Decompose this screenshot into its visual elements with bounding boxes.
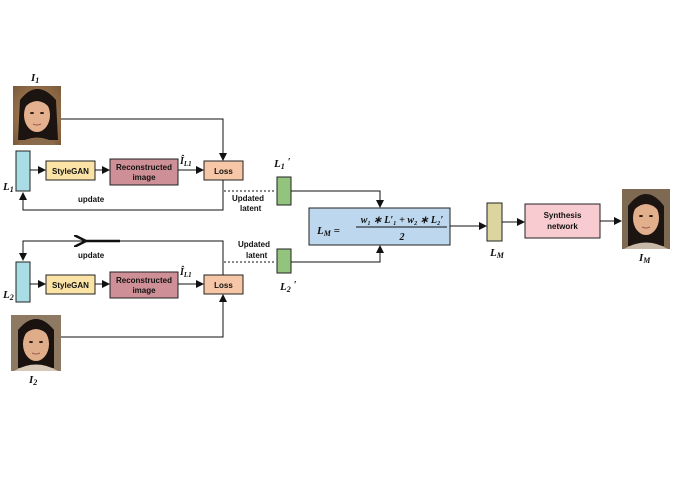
input-image-1 [13, 86, 61, 145]
merge-denominator: 2 [399, 232, 405, 243]
arrow-updated2-to-merge [291, 245, 384, 263]
synthesis-line1: Synthesis [544, 211, 582, 220]
branch1-stylegan-label: StyleGAN [52, 167, 89, 176]
arrow-updated1-to-merge [291, 190, 384, 208]
arrow-image1-to-loss [61, 118, 227, 161]
branch2-updated-line2: latent [246, 251, 268, 260]
branch1-updated-line1: Updated [232, 194, 264, 203]
branch2-update-label: update [78, 251, 105, 260]
arrow-image2-to-loss [61, 294, 227, 338]
branch2-updated-latent-label: L2′ [279, 280, 297, 294]
branch2-recon-line1: Reconstructed [116, 276, 172, 285]
branch1-recon-line2: image [132, 173, 156, 182]
branch1-recon-hat-label: ÎL1 [179, 155, 192, 168]
merged-latent-label: LM [489, 247, 505, 260]
branch1-recon-line1: Reconstructed [116, 163, 172, 172]
branch2-recon-line2: image [132, 286, 156, 295]
branch1-updated-line2: latent [240, 204, 262, 213]
synthesis-line2: network [547, 222, 578, 231]
merge-numerator: w₁ ∗ L′₁ + w₂ ∗ L₂′ [361, 215, 444, 226]
merged-latent-box [486, 202, 503, 242]
branch2-updated-latent-box [276, 248, 292, 274]
input-image-2 [11, 315, 61, 371]
synthesis-network-box [524, 203, 601, 239]
arrow-branch1-update [19, 180, 224, 211]
branch2-stylegan-label: StyleGAN [52, 281, 89, 290]
branch1-loss-label: Loss [214, 167, 233, 176]
input-image-2-label: I2 [28, 374, 37, 387]
branch1-updated-latent-label: L1′ [273, 157, 291, 171]
branch2-recon-hat-label: ÎL1 [179, 266, 192, 279]
merge-lhs: LM = [316, 225, 340, 238]
output-image [622, 189, 670, 249]
branch1-latent-box [15, 150, 31, 192]
branch1-update-label: update [78, 195, 105, 204]
branch2-updated-line1: Updated [238, 240, 270, 249]
input-image-1-label: I1 [30, 72, 39, 85]
branch2-latent-label: L2 [2, 289, 14, 302]
branch2-loss-label: Loss [214, 281, 233, 290]
branch2-latent-box [15, 261, 31, 303]
branch1-updated-latent-box [276, 176, 292, 206]
output-image-label: IM [638, 252, 651, 265]
branch1-latent-label: L1 [2, 181, 14, 194]
arrow-branch2-update [19, 240, 224, 275]
branch2-recon-box [109, 271, 179, 299]
branch1-recon-box [109, 158, 179, 186]
